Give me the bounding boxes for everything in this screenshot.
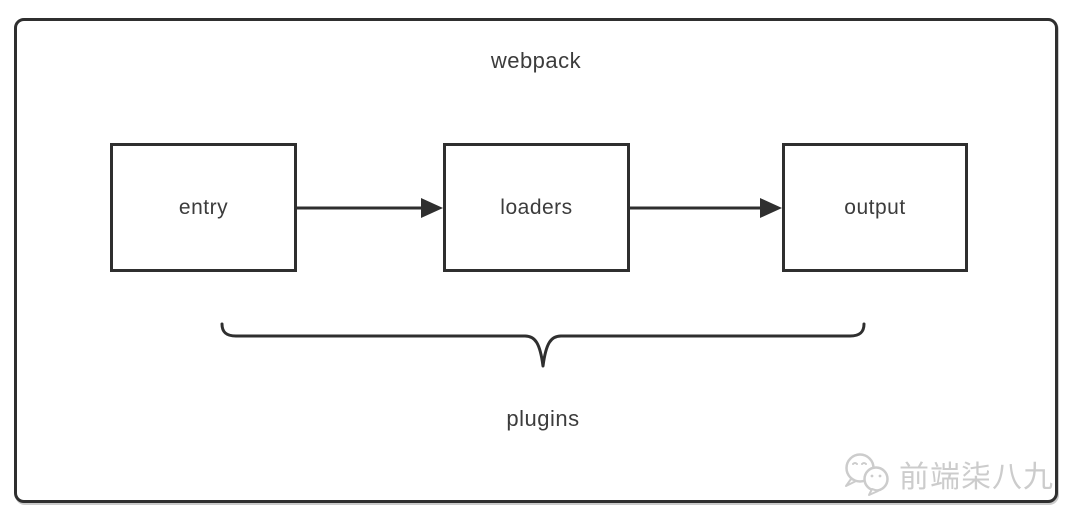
diagram-title: webpack — [490, 48, 582, 73]
node-entry-label: entry — [178, 195, 229, 219]
node-loaders-label: loaders — [500, 195, 573, 219]
watermark: 前端柒八九 — [841, 451, 1054, 497]
plugins-brace — [220, 322, 866, 368]
node-output-label: output — [844, 195, 906, 219]
plugins-label: plugins — [506, 406, 580, 431]
watermark-text: 前端柒八九 — [899, 461, 1054, 494]
node-entry: entry — [110, 143, 297, 272]
node-loaders: loaders — [443, 143, 630, 272]
webpack-container-box: webpack entry loaders output plugins — [14, 18, 1058, 503]
node-output: output — [782, 143, 968, 272]
arrow-entry-to-loaders — [297, 198, 443, 218]
wechat-chat-bubbles-icon — [845, 453, 889, 496]
arrow-loaders-to-output — [630, 198, 782, 218]
